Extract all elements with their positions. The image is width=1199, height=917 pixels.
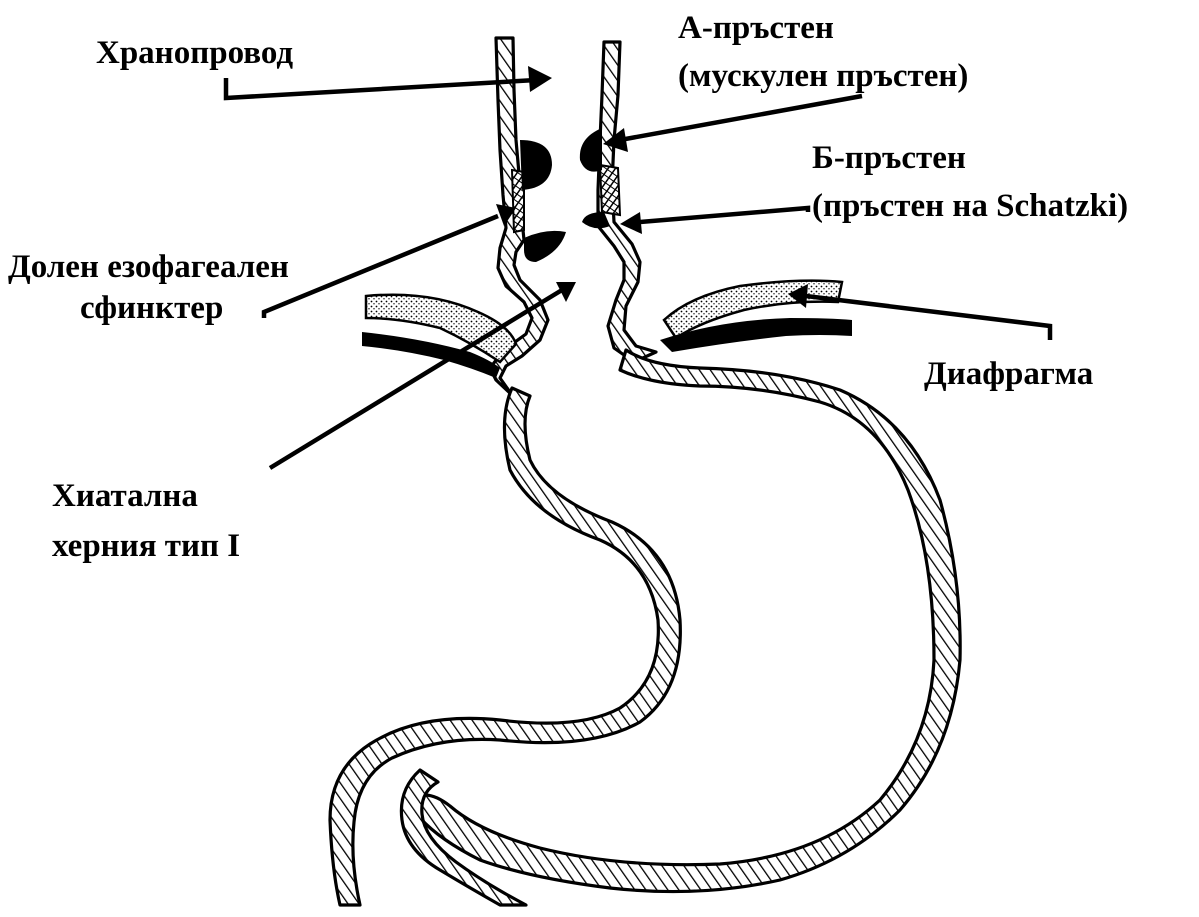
- label-diaphragm: Диафрагма: [924, 356, 1093, 392]
- label-hernia-line1: Хиатална: [52, 478, 198, 514]
- b-ring-left: [524, 231, 566, 262]
- label-a-ring-title: А-пръстен: [678, 10, 834, 46]
- label-les-line2: сфинктер: [80, 290, 223, 326]
- label-les-line1: Долен езофагеален: [8, 249, 289, 285]
- label-hernia-line2: херния тип I: [52, 528, 240, 564]
- stomach-wall: [330, 350, 960, 905]
- label-b-ring-subtitle: (пръстен на Schatzki): [812, 188, 1128, 224]
- a-ring-right: [580, 128, 602, 172]
- les-zone-right: [600, 165, 620, 215]
- label-esophagus: Хранопровод: [96, 35, 293, 71]
- label-b-ring-title: Б-пръстен: [812, 140, 966, 176]
- arrow-b-ring: [620, 208, 808, 234]
- label-a-ring-subtitle: (мускулен пръстен): [678, 58, 968, 94]
- a-ring-left: [520, 140, 552, 190]
- diaphragm-right: [660, 281, 852, 352]
